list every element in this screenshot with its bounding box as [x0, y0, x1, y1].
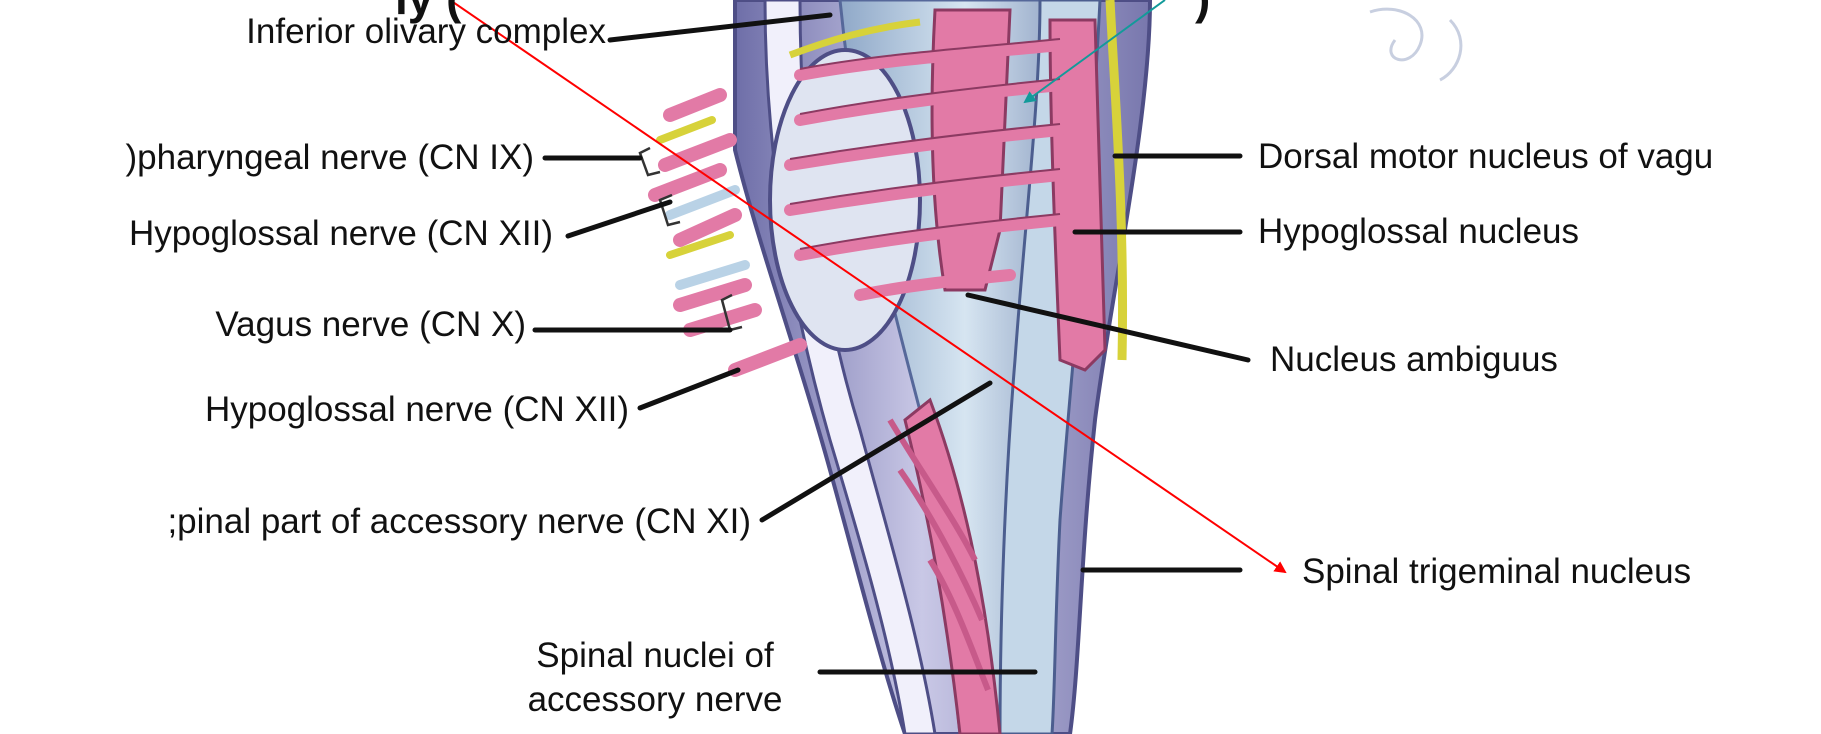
leader-hypoglossal-lower: [640, 370, 738, 408]
label-vagus-nerve: Vagus nerve (CN X): [215, 305, 526, 345]
label-hypoglossal-nerve-upper: Hypoglossal nerve (CN XII): [129, 214, 553, 254]
label-spinal-accessory-nerve: ;pinal part of accessory nerve (CN XI): [167, 502, 751, 542]
label-hypoglossal-nucleus: Hypoglossal nucleus: [1258, 212, 1579, 252]
label-dorsal-motor-nucleus-vagus: Dorsal motor nucleus of vagu: [1258, 137, 1713, 177]
label-spinal-trigeminal-nucleus: Spinal trigeminal nucleus: [1302, 552, 1691, 592]
title-fragment-right: ): [1195, 0, 1210, 18]
label-glossopharyngeal-nerve: )pharyngeal nerve (CN IX): [126, 138, 535, 178]
label-spinal-nuclei-line2: accessory nerve: [490, 680, 820, 720]
label-hypoglossal-nerve-lower: Hypoglossal nerve (CN XII): [205, 390, 629, 430]
leader-hypoglossal-upper: [568, 202, 670, 236]
label-spinal-nuclei-line1: Spinal nuclei of: [490, 636, 820, 676]
scribble-mark: [1370, 9, 1461, 80]
label-nucleus-ambiguus: Nucleus ambiguus: [1270, 340, 1558, 380]
label-inferior-olivary-complex: Inferior olivary complex: [246, 12, 606, 52]
